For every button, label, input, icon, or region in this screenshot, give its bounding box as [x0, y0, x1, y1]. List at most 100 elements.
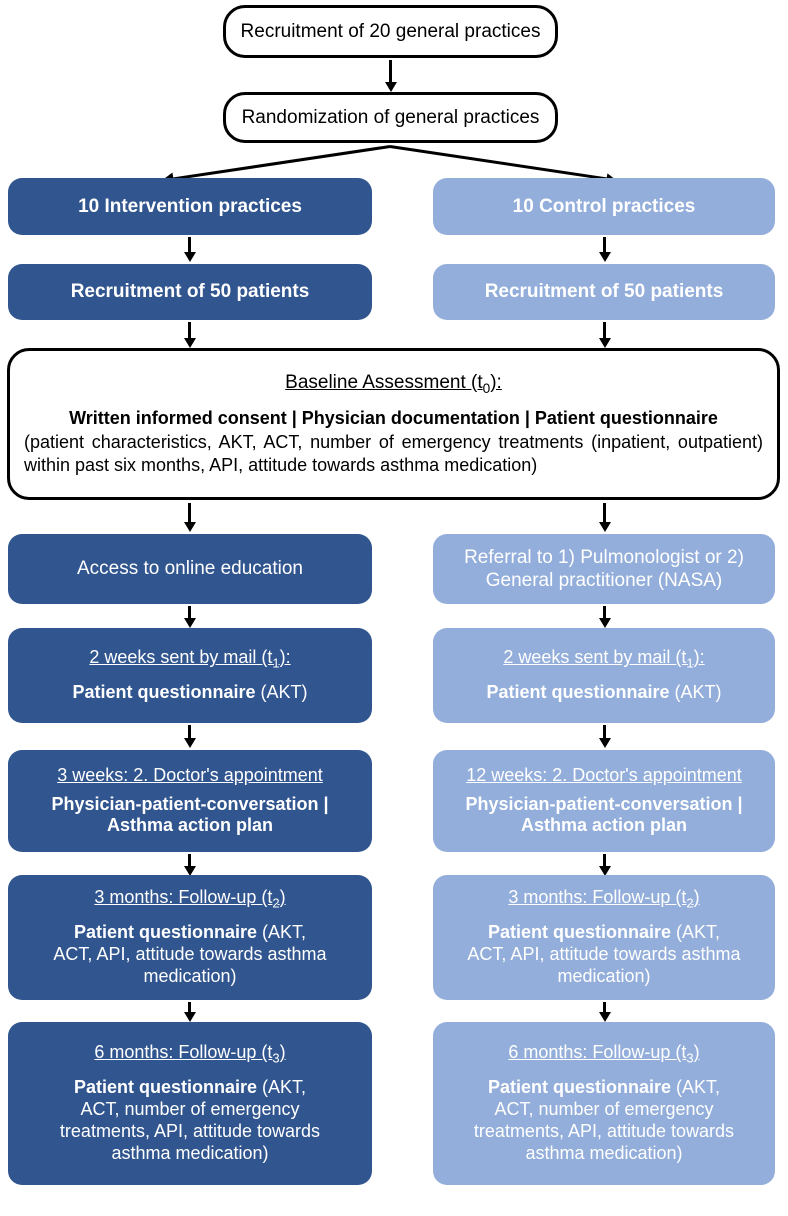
node-intervention-followup-6m: 6 months: Follow-up (t3) Patient questio…	[8, 1022, 372, 1185]
node-referral-line-2: General practitioner (NASA)	[485, 570, 723, 591]
two-weeks-heading-text: 2 weeks sent by mail (t	[89, 647, 273, 668]
two-weeks-bold-text: Patient questionnaire	[486, 681, 670, 702]
node-control-recruitment-label: Recruitment of 50 patients	[484, 281, 724, 303]
node-online-education-label: Access to online education	[76, 558, 304, 580]
two-weeks-heading-tail: ):	[693, 647, 705, 668]
node-online-education: Access to online education	[8, 534, 372, 604]
node-control-followup-6m-line-2: ACT, number of emergency	[494, 1098, 714, 1119]
node-intervention-two-weeks-heading: 2 weeks sent by mail (t1):	[89, 647, 290, 671]
node-randomization-label: Randomization of general practices	[241, 106, 540, 128]
node-control-two-weeks-body: Patient questionnaire (AKT)	[486, 682, 721, 704]
node-control-two-weeks-heading: 2 weeks sent by mail (t1):	[503, 647, 704, 671]
node-control-recruitment: Recruitment of 50 patients	[433, 264, 775, 320]
arrow-randomization-to-intervention	[161, 145, 391, 187]
node-intervention-followup-6m-line-4: asthma medication)	[111, 1142, 269, 1163]
node-control-followup-3m-line-2: ACT, API, attitude towards asthma	[467, 943, 741, 964]
node-control-followup-3m: 3 months: Follow-up (t2) Patient questio…	[433, 875, 775, 1000]
followup-6m-heading-tail: )	[279, 1042, 286, 1063]
node-control-practices: 10 Control practices	[433, 178, 775, 235]
arrow-followup3m-to-followup6m-control	[603, 1002, 606, 1013]
followup-3m-bold-text: Patient questionnaire	[73, 921, 258, 942]
two-weeks-heading-subscript: 1	[272, 655, 280, 671]
followup-6m-heading-text: 6 months: Follow-up (t	[94, 1042, 273, 1063]
node-control-practices-label: 10 Control practices	[512, 195, 696, 217]
two-weeks-heading-subscript: 1	[686, 655, 694, 671]
followup-3m-heading-subscript: 2	[272, 895, 280, 911]
node-intervention-two-weeks: 2 weeks sent by mail (t1): Patient quest…	[8, 628, 372, 723]
followup-6m-heading-text: 6 months: Follow-up (t	[508, 1042, 687, 1063]
followup-6m-plain-1: (AKT,	[257, 1076, 307, 1097]
arrow-recruitment-to-randomization	[389, 60, 392, 83]
node-control-appointment-heading: 12 weeks: 2. Doctor's appointment	[466, 764, 742, 785]
arrow-control-to-recruitment	[603, 237, 606, 253]
node-intervention-followup-6m-line-2: ACT, number of emergency	[80, 1098, 300, 1119]
node-intervention-followup-6m-line-3: treatments, API, attitude towards	[59, 1120, 321, 1141]
node-intervention-followup-3m-line-3: medication)	[143, 965, 237, 986]
arrow-intervention-to-recruitment	[188, 237, 191, 253]
node-control-followup-6m: 6 months: Follow-up (t3) Patient questio…	[433, 1022, 775, 1185]
two-weeks-plain-text: (AKT)	[255, 681, 308, 702]
node-control-appointment-line-1: Physician-patient-conversation |	[465, 793, 743, 814]
node-intervention-followup-6m-line-1: Patient questionnaire (AKT,	[74, 1077, 306, 1099]
followup-6m-heading-subscript: 3	[686, 1050, 694, 1066]
arrow-two-weeks-to-appointment-control	[603, 725, 606, 739]
node-intervention-appointment-heading: 3 weeks: 2. Doctor's appointment	[57, 764, 323, 785]
node-intervention-followup-3m-heading: 3 months: Follow-up (t2)	[94, 887, 285, 911]
node-intervention-appointment-line-1: Physician-patient-conversation |	[51, 793, 329, 814]
node-control-followup-3m-heading: 3 months: Follow-up (t2)	[508, 887, 699, 911]
node-intervention-recruitment: Recruitment of 50 patients	[8, 264, 372, 320]
followup-3m-heading-tail: )	[279, 887, 286, 908]
node-intervention-followup-6m-heading: 6 months: Follow-up (t3)	[94, 1042, 285, 1066]
node-recruitment-practices: Recruitment of 20 general practices	[223, 5, 558, 58]
followup-3m-heading-subscript: 2	[686, 895, 694, 911]
arrow-education-to-two-weeks	[188, 606, 191, 619]
node-intervention-appointment-line-2: Asthma action plan	[106, 815, 274, 836]
two-weeks-plain-text: (AKT)	[669, 681, 722, 702]
followup-3m-plain-1: (AKT,	[257, 921, 307, 942]
arrow-appointment-to-followup3m-control	[603, 854, 606, 867]
followup-3m-plain-1: (AKT,	[671, 921, 721, 942]
node-baseline-assessment: Baseline Assessment (t0): Written inform…	[7, 348, 780, 500]
node-intervention-practices: 10 Intervention practices	[8, 178, 372, 235]
node-control-appointment: 12 weeks: 2. Doctor's appointment Physic…	[433, 750, 775, 852]
node-recruitment-practices-label: Recruitment of 20 general practices	[240, 20, 541, 42]
followup-3m-heading-text: 3 months: Follow-up (t	[94, 887, 273, 908]
node-control-two-weeks: 2 weeks sent by mail (t1): Patient quest…	[433, 628, 775, 723]
node-baseline-body: (patient characteristics, AKT, ACT, numb…	[24, 431, 763, 475]
node-control-followup-6m-line-3: treatments, API, attitude towards	[473, 1120, 735, 1141]
baseline-heading-tail: ):	[490, 371, 502, 393]
arrow-baseline-to-referral	[603, 503, 606, 523]
followup-3m-bold-text: Patient questionnaire	[487, 921, 672, 942]
node-intervention-recruitment-label: Recruitment of 50 patients	[70, 281, 310, 303]
node-control-followup-3m-line-3: medication)	[557, 965, 651, 986]
node-intervention-followup-3m-line-2: ACT, API, attitude towards asthma	[53, 943, 327, 964]
followup-6m-heading-subscript: 3	[272, 1050, 280, 1066]
node-baseline-bold-line: Written informed consent | Physician doc…	[69, 408, 718, 429]
node-control-followup-6m-heading: 6 months: Follow-up (t3)	[508, 1042, 699, 1066]
node-control-appointment-line-2: Asthma action plan	[520, 815, 688, 836]
node-baseline-heading: Baseline Assessment (t0):	[10, 371, 777, 397]
node-intervention-practices-label: 10 Intervention practices	[78, 195, 302, 217]
arrow-two-weeks-to-appointment-intervention	[188, 725, 191, 739]
two-weeks-bold-text: Patient questionnaire	[72, 681, 256, 702]
node-intervention-followup-3m-line-1: Patient questionnaire (AKT,	[74, 922, 306, 944]
node-control-followup-3m-line-1: Patient questionnaire (AKT,	[488, 922, 720, 944]
arrow-referral-to-two-weeks	[603, 606, 606, 619]
arrow-intervention-recruitment-to-baseline	[188, 322, 191, 339]
node-randomization: Randomization of general practices	[223, 92, 558, 143]
followup-3m-heading-text: 3 months: Follow-up (t	[508, 887, 687, 908]
two-weeks-heading-text: 2 weeks sent by mail (t	[503, 647, 687, 668]
node-referral-line-1: Referral to 1) Pulmonologist or 2)	[464, 546, 744, 568]
followup-3m-heading-tail: )	[693, 887, 700, 908]
two-weeks-heading-tail: ):	[279, 647, 291, 668]
followup-6m-bold-text: Patient questionnaire	[487, 1076, 672, 1097]
arrow-baseline-to-education	[188, 503, 191, 523]
node-control-followup-6m-line-4: asthma medication)	[525, 1142, 683, 1163]
node-intervention-appointment: 3 weeks: 2. Doctor's appointment Physici…	[8, 750, 372, 852]
arrow-followup3m-to-followup6m-intervention	[188, 1002, 191, 1013]
node-intervention-two-weeks-body: Patient questionnaire (AKT)	[72, 682, 307, 704]
node-referral: Referral to 1) Pulmonologist or 2) Gener…	[433, 534, 775, 604]
node-control-followup-6m-line-1: Patient questionnaire (AKT,	[488, 1077, 720, 1099]
followup-6m-plain-1: (AKT,	[671, 1076, 721, 1097]
